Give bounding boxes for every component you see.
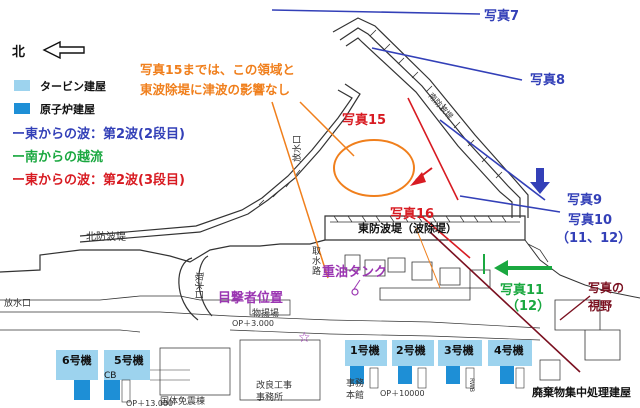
photo7-line — [271, 9, 481, 15]
photo-field-line-2 — [559, 295, 591, 321]
unit6-turbine — [56, 350, 98, 380]
unit4-label: 4号機 — [494, 343, 524, 357]
green-overflow-arrow — [494, 260, 552, 276]
note-pointer-2 — [271, 101, 329, 279]
unit1-label: 1号機 — [350, 343, 380, 357]
outlet-label-right: 放水口 — [291, 135, 303, 162]
unit4-reactor — [500, 366, 514, 384]
photo-lines: ☆ — [271, 9, 591, 373]
waste-facility-label: 廃棄物集中処理建屋 — [532, 385, 631, 399]
storage-label: 物揚場 — [252, 307, 279, 319]
note-pointer-3 — [415, 227, 441, 289]
unit3-label: 3号機 — [444, 343, 474, 357]
intake-v1: 取 — [312, 246, 321, 257]
unit6-label: 6号機 — [62, 353, 92, 367]
unit1-turbine — [345, 340, 387, 366]
intake-channel-label: 取水口 — [193, 272, 205, 299]
photo10-sub-label: （11、12） — [556, 230, 631, 246]
cb-label: CB — [104, 371, 116, 381]
north-breakwater-label: 北防波堤 — [86, 230, 126, 243]
east-breakwater-label: 東防波堤（波除堤） — [358, 221, 457, 235]
coastline-drawing — [0, 17, 640, 401]
photo-view-label-2: 視野 — [587, 298, 612, 313]
legend-label-turbine: タービン建屋 — [40, 79, 106, 93]
note-line1: 写真15までは、この領域と — [140, 62, 295, 77]
service-label-2: 本館 — [346, 389, 364, 401]
unit5-reactor — [104, 380, 120, 400]
legend-line-green: ー南からの越流 — [12, 149, 103, 165]
legend-line-blue: ー東からの波：第2波(2段目) — [12, 126, 185, 142]
intake-v3: 路 — [312, 265, 321, 277]
unit5-turbine — [104, 350, 150, 380]
photo15-label: 写真15 — [342, 112, 386, 128]
note-pointer-1 — [299, 101, 355, 157]
legend-label-reactor: 原子炉建屋 — [40, 102, 95, 116]
photo9-line — [439, 119, 546, 201]
contractor-label-2: 事務所 — [256, 391, 283, 403]
photo11-label: 写真11 — [500, 282, 544, 298]
legend-swatch-turbine — [14, 80, 30, 91]
photo-view-label: 写真の — [588, 280, 624, 295]
unit2-turbine — [392, 340, 434, 366]
photo-field-line — [429, 231, 581, 373]
legend — [14, 40, 85, 114]
legend-swatch-reactor — [14, 103, 30, 114]
intake-v2: 水 — [312, 255, 321, 267]
op-label: OP＋3.000 — [232, 319, 274, 328]
op3-label: OP＋13.000 — [126, 399, 173, 408]
photo8-line — [371, 47, 523, 81]
unit6-reactor — [74, 380, 90, 400]
photo16-line — [419, 214, 471, 259]
north-arrow-icon — [42, 40, 85, 60]
contractor-label: 改良工事 — [256, 379, 292, 391]
op2-label: OP＋10000 — [380, 389, 425, 398]
witness-star-icon: ☆ — [298, 330, 311, 346]
witness-label: 目撃者位置 — [218, 290, 283, 306]
photo10-label: 写真10 — [568, 212, 612, 228]
photo10-line — [459, 195, 561, 213]
rwb-label: RWB — [468, 378, 475, 392]
oil-tank-label: 重油タンク — [322, 264, 387, 280]
note-line2: 東波除堤に津波の影響なし — [140, 82, 290, 97]
red-arrow-head — [410, 172, 426, 186]
photo11-sub-label: （12） — [506, 298, 550, 314]
unit1-reactor — [350, 366, 364, 384]
quake-building-label: 国体免震棟 — [160, 395, 205, 407]
unit2-reactor — [398, 366, 412, 384]
photo16-label: 写真16 — [390, 206, 434, 222]
photo9-label: 写真9 — [567, 192, 602, 208]
photo15-red-line — [407, 97, 459, 201]
unit5-label: 5号機 — [114, 353, 144, 367]
unit3-reactor — [446, 366, 460, 384]
north-label: 北 — [12, 45, 25, 60]
oil-tank-marker — [351, 288, 359, 296]
unaffected-area-ellipse — [333, 139, 415, 197]
unit4-turbine — [488, 340, 532, 366]
blue-down-arrow — [530, 168, 550, 194]
buildings — [56, 340, 532, 403]
unit2-label: 2号機 — [396, 343, 426, 357]
unit3-turbine — [438, 340, 482, 366]
photo8-label: 写真8 — [530, 72, 565, 88]
outlet-label-left: 放水口 — [4, 297, 31, 309]
legend-line-red: ー東からの波：第2波(3段目) — [12, 172, 185, 188]
photo7-label: 写真7 — [484, 8, 519, 24]
service-label: 事務 — [346, 377, 364, 389]
